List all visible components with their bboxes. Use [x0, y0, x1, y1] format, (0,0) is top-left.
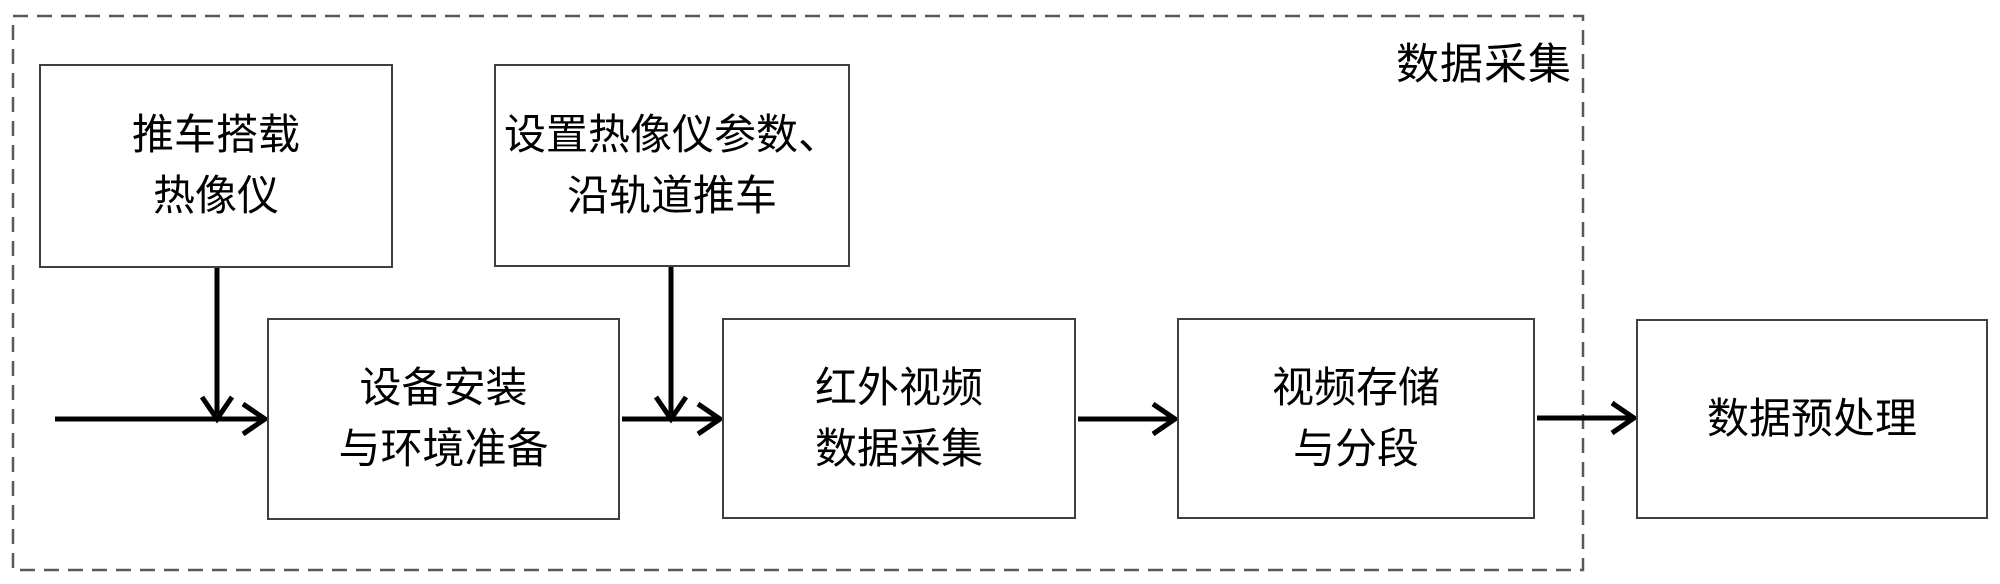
collect-to-storage-arrow [1078, 401, 1180, 437]
node-equipment-install-line1: 设备安装 [359, 364, 528, 412]
data-collection-group-border [11, 14, 1585, 572]
node-infrared-collect-line1: 红外视频 [814, 363, 983, 411]
node-equipment-install-line2: 与环境准备 [338, 425, 549, 472]
params-down-arrow [653, 267, 689, 424]
node-cart-thermal: 推车搭载 热像仪 [39, 64, 393, 268]
node-preprocess: 数据预处理 [1636, 319, 1988, 519]
node-set-params-line2: 沿轨道推车 [566, 171, 777, 219]
node-video-storage-line2: 与分段 [1292, 424, 1419, 472]
node-equipment-install: 设备安装 与环境准备 [267, 318, 620, 520]
node-video-storage-line1: 视频存储 [1271, 363, 1440, 411]
node-cart-thermal-line2: 热像仪 [152, 172, 279, 219]
node-set-params-line1: 设置热像仪参数、 [503, 110, 840, 158]
storage-to-preprocess-arrow [1537, 400, 1639, 436]
node-set-params: 设置热像仪参数、 沿轨道推车 [494, 64, 850, 267]
node-infrared-collect-line2: 数据采集 [814, 424, 983, 472]
group-label: 数据采集 [1396, 41, 1572, 89]
node-infrared-collect: 红外视频 数据采集 [722, 318, 1076, 519]
node-video-storage: 视频存储 与分段 [1177, 318, 1535, 519]
cart-down-arrow [199, 268, 235, 424]
entry-arrow [55, 401, 270, 437]
node-cart-thermal-line1: 推车搭载 [131, 111, 300, 159]
node-preprocess-line1: 数据预处理 [1706, 394, 1917, 442]
